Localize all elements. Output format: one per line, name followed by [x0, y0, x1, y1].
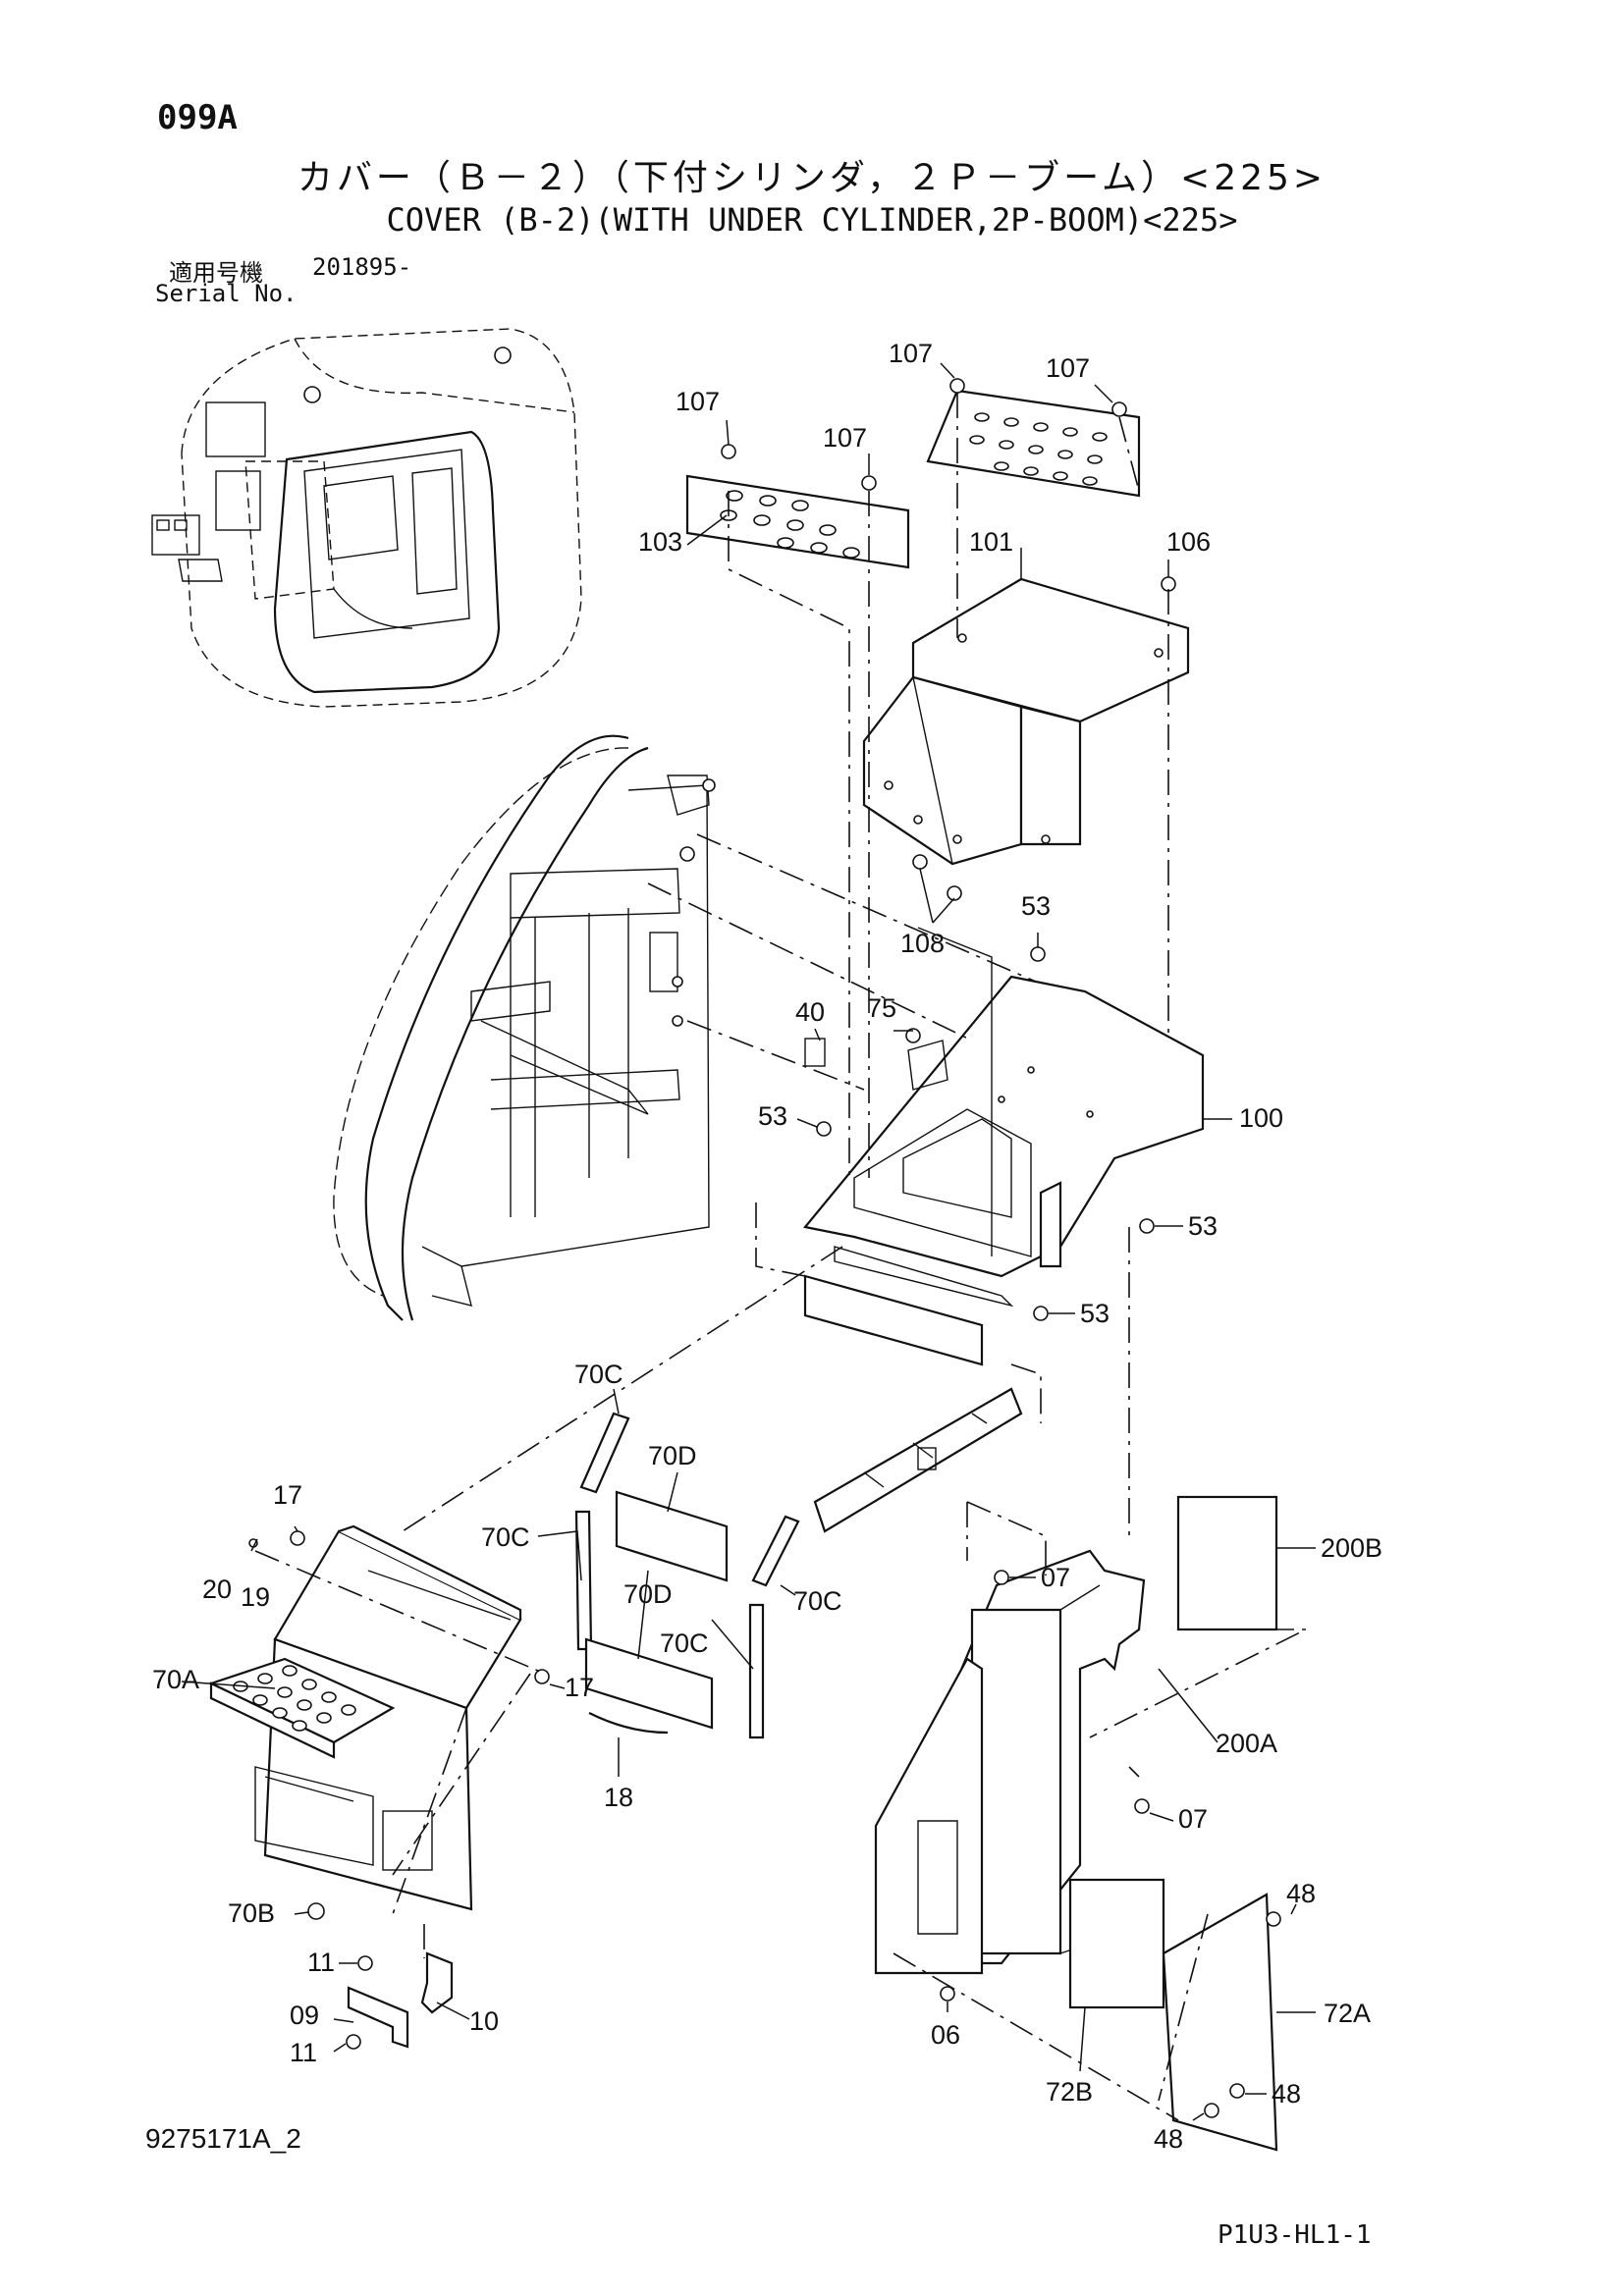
upper-perforated-plate: [926, 378, 1141, 498]
callout-18: 18: [604, 1783, 633, 1812]
callout-100: 100: [1239, 1103, 1283, 1133]
callout-17: 17: [565, 1673, 594, 1702]
document-number: 9275171A_2: [145, 2123, 301, 2154]
callout-107: 107: [676, 387, 720, 416]
page-id: 099A: [157, 98, 238, 137]
callout-70d: 70D: [648, 1441, 697, 1470]
callout-70c: 70C: [574, 1360, 623, 1389]
callout-48: 48: [1286, 1879, 1316, 1908]
callout-53: 53: [1188, 1211, 1218, 1241]
callout-72a: 72A: [1324, 1999, 1371, 2028]
part-200a-cover: [874, 1495, 1281, 2152]
serial-label-japanese: 適用号機: [169, 259, 263, 287]
hinge-parts-09-10: [346, 1951, 454, 2050]
callout-48: 48: [1154, 2124, 1183, 2154]
callout-11: 11: [290, 2038, 317, 2067]
callout-107: 107: [823, 423, 867, 453]
sheet-code: P1U3-HL1-1: [1218, 2220, 1372, 2250]
phantom-lines: [254, 393, 1307, 2121]
callout-72b: 72B: [1046, 2077, 1093, 2107]
part-101-cover: [862, 576, 1190, 901]
callout-70a: 70A: [152, 1665, 199, 1694]
callout-20: 20: [202, 1575, 232, 1604]
serial-label-english: Serial No.: [155, 280, 298, 307]
callout-101: 101: [969, 527, 1013, 557]
callout-labels: 107 107 107 107 103 101 106 108 53 40 75…: [152, 339, 1382, 2154]
callout-70b: 70B: [228, 1898, 275, 1928]
callout-70c: 70C: [481, 1522, 530, 1552]
callout-75: 75: [867, 993, 896, 1023]
callout-200b: 200B: [1321, 1533, 1382, 1563]
callout-107: 107: [889, 339, 933, 368]
callout-107: 107: [1046, 353, 1090, 383]
callout-07: 07: [1178, 1804, 1208, 1834]
callout-53: 53: [1080, 1299, 1110, 1328]
callout-40: 40: [795, 997, 825, 1027]
callout-108: 108: [900, 929, 945, 958]
cab-frame-illustration: [333, 734, 716, 1321]
callout-70d: 70D: [623, 1579, 673, 1609]
callout-leaders: [181, 362, 1316, 2121]
callout-106: 106: [1166, 527, 1211, 557]
callout-17: 17: [273, 1480, 302, 1510]
serial-number: 201895-: [312, 253, 412, 281]
part-100-box: [802, 927, 1205, 1321]
machine-overview-illustration: [151, 328, 582, 708]
part-70a-cover: [208, 1524, 669, 1920]
callout-48: 48: [1272, 2079, 1301, 2109]
callout-53: 53: [758, 1101, 787, 1131]
title-english: COVER (B-2)(WITH UNDER CYLINDER,2P-BOOM)…: [386, 201, 1238, 239]
title-japanese: カバー（Ｂ－２）（下付シリンダ，２Ｐ－ブーム）<225>: [297, 158, 1327, 198]
callout-19: 19: [241, 1582, 270, 1612]
callout-11: 11: [307, 1948, 335, 1977]
callout-53: 53: [1021, 891, 1051, 921]
callout-07: 07: [1041, 1563, 1070, 1592]
part-103-plate: [685, 444, 910, 569]
callout-70c: 70C: [793, 1586, 842, 1616]
callout-09: 09: [290, 2001, 319, 2030]
callout-70c: 70C: [660, 1629, 709, 1658]
callout-06: 06: [931, 2020, 960, 2050]
mounting-bracket: [803, 1274, 1023, 1533]
callout-10: 10: [469, 2006, 499, 2036]
callout-103: 103: [638, 527, 682, 557]
seal-strips-70c-70d: [574, 1412, 800, 1739]
callout-200a: 200A: [1216, 1729, 1277, 1758]
